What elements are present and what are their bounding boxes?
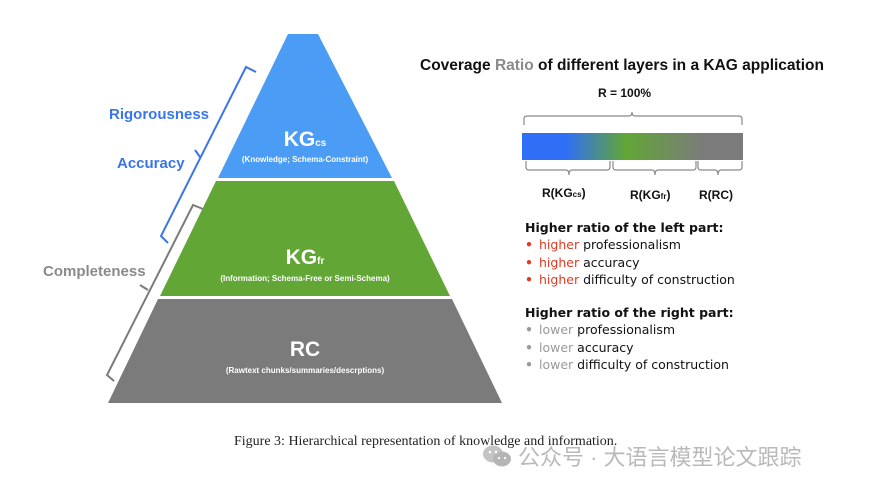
watermark: 公众号 · 大语言模型论文跟踪 (482, 440, 802, 474)
list-item: •lower accuracy (525, 339, 634, 355)
layer-title-main: KG (285, 246, 318, 269)
notes-left-heading: Higher ratio of the left part: (525, 220, 724, 235)
coverage-title: Coverage Ratio of different layers in a … (420, 57, 824, 75)
coverage-title-prefix: Coverage (420, 57, 495, 74)
coverage-gradient-bar (522, 133, 743, 160)
bullet-icon: • (525, 272, 533, 287)
layer-title-kgfr: KGfr (255, 246, 355, 270)
bracket-completeness (105, 203, 204, 382)
list-item: •lower professionalism (525, 322, 676, 337)
segment-label-kgfr: R(KGfr) (630, 188, 671, 202)
list-item: •higher difficulty of construction (525, 272, 735, 287)
layer-title-sub: cs (315, 138, 327, 149)
wechat-icon (482, 444, 512, 474)
watermark-text: 公众号 · 大语言模型论文跟踪 (518, 445, 802, 470)
bullet-icon: • (525, 322, 533, 337)
label-completeness: Completeness (43, 263, 146, 280)
layer-title-kgcs: KGcs (255, 128, 355, 152)
pyramid-layer-kgfr (160, 181, 450, 296)
coverage-title-accent: Ratio (494, 57, 534, 74)
notes-left-part: Higher ratio of the left part: •higher p… (525, 220, 735, 289)
bullet-icon: • (525, 357, 533, 372)
bullet-icon: • (525, 237, 533, 252)
notes-right-heading: Higher ratio of the right part: (525, 305, 734, 320)
layer-title-sub: fr (317, 256, 325, 267)
notes-right-part: Higher ratio of the right part: •lower p… (525, 305, 734, 374)
coverage-title-suffix: of different layers in a KAG application (533, 57, 824, 74)
layer-desc-kgcs: (Knowledge; Schema-Constraint) (241, 155, 369, 164)
bullet-icon: • (525, 254, 533, 270)
layer-title-main: KG (283, 128, 316, 151)
layer-title-main: RC (289, 338, 321, 361)
layer-desc-kgfr: (Information; Schema-Free or Semi-Schema… (220, 274, 390, 283)
segment-label-kgcs: R(KGcs) (542, 186, 586, 200)
pyramid-layer-rc (108, 299, 502, 403)
list-item: •lower difficulty of construction (525, 357, 729, 372)
label-rigorousness: Rigorousness (109, 106, 210, 123)
coverage-total-label: R = 100% (598, 86, 652, 100)
list-item: •higher accuracy (525, 254, 640, 270)
figure-caption: Figure 3: Hierarchical representation of… (234, 434, 618, 449)
layer-title-rc: RC (255, 338, 355, 362)
list-item: •higher professionalism (525, 237, 681, 252)
layer-desc-rc: (Rawtext chunks/summaries/descrptions) (225, 366, 385, 375)
segment-label-rc: R(RC) (699, 188, 733, 202)
bracket-rigorousness-accuracy (159, 65, 257, 244)
label-accuracy: Accuracy (117, 155, 185, 172)
bullet-icon: • (525, 339, 533, 355)
pyramid-layer-kgcs (218, 34, 392, 178)
